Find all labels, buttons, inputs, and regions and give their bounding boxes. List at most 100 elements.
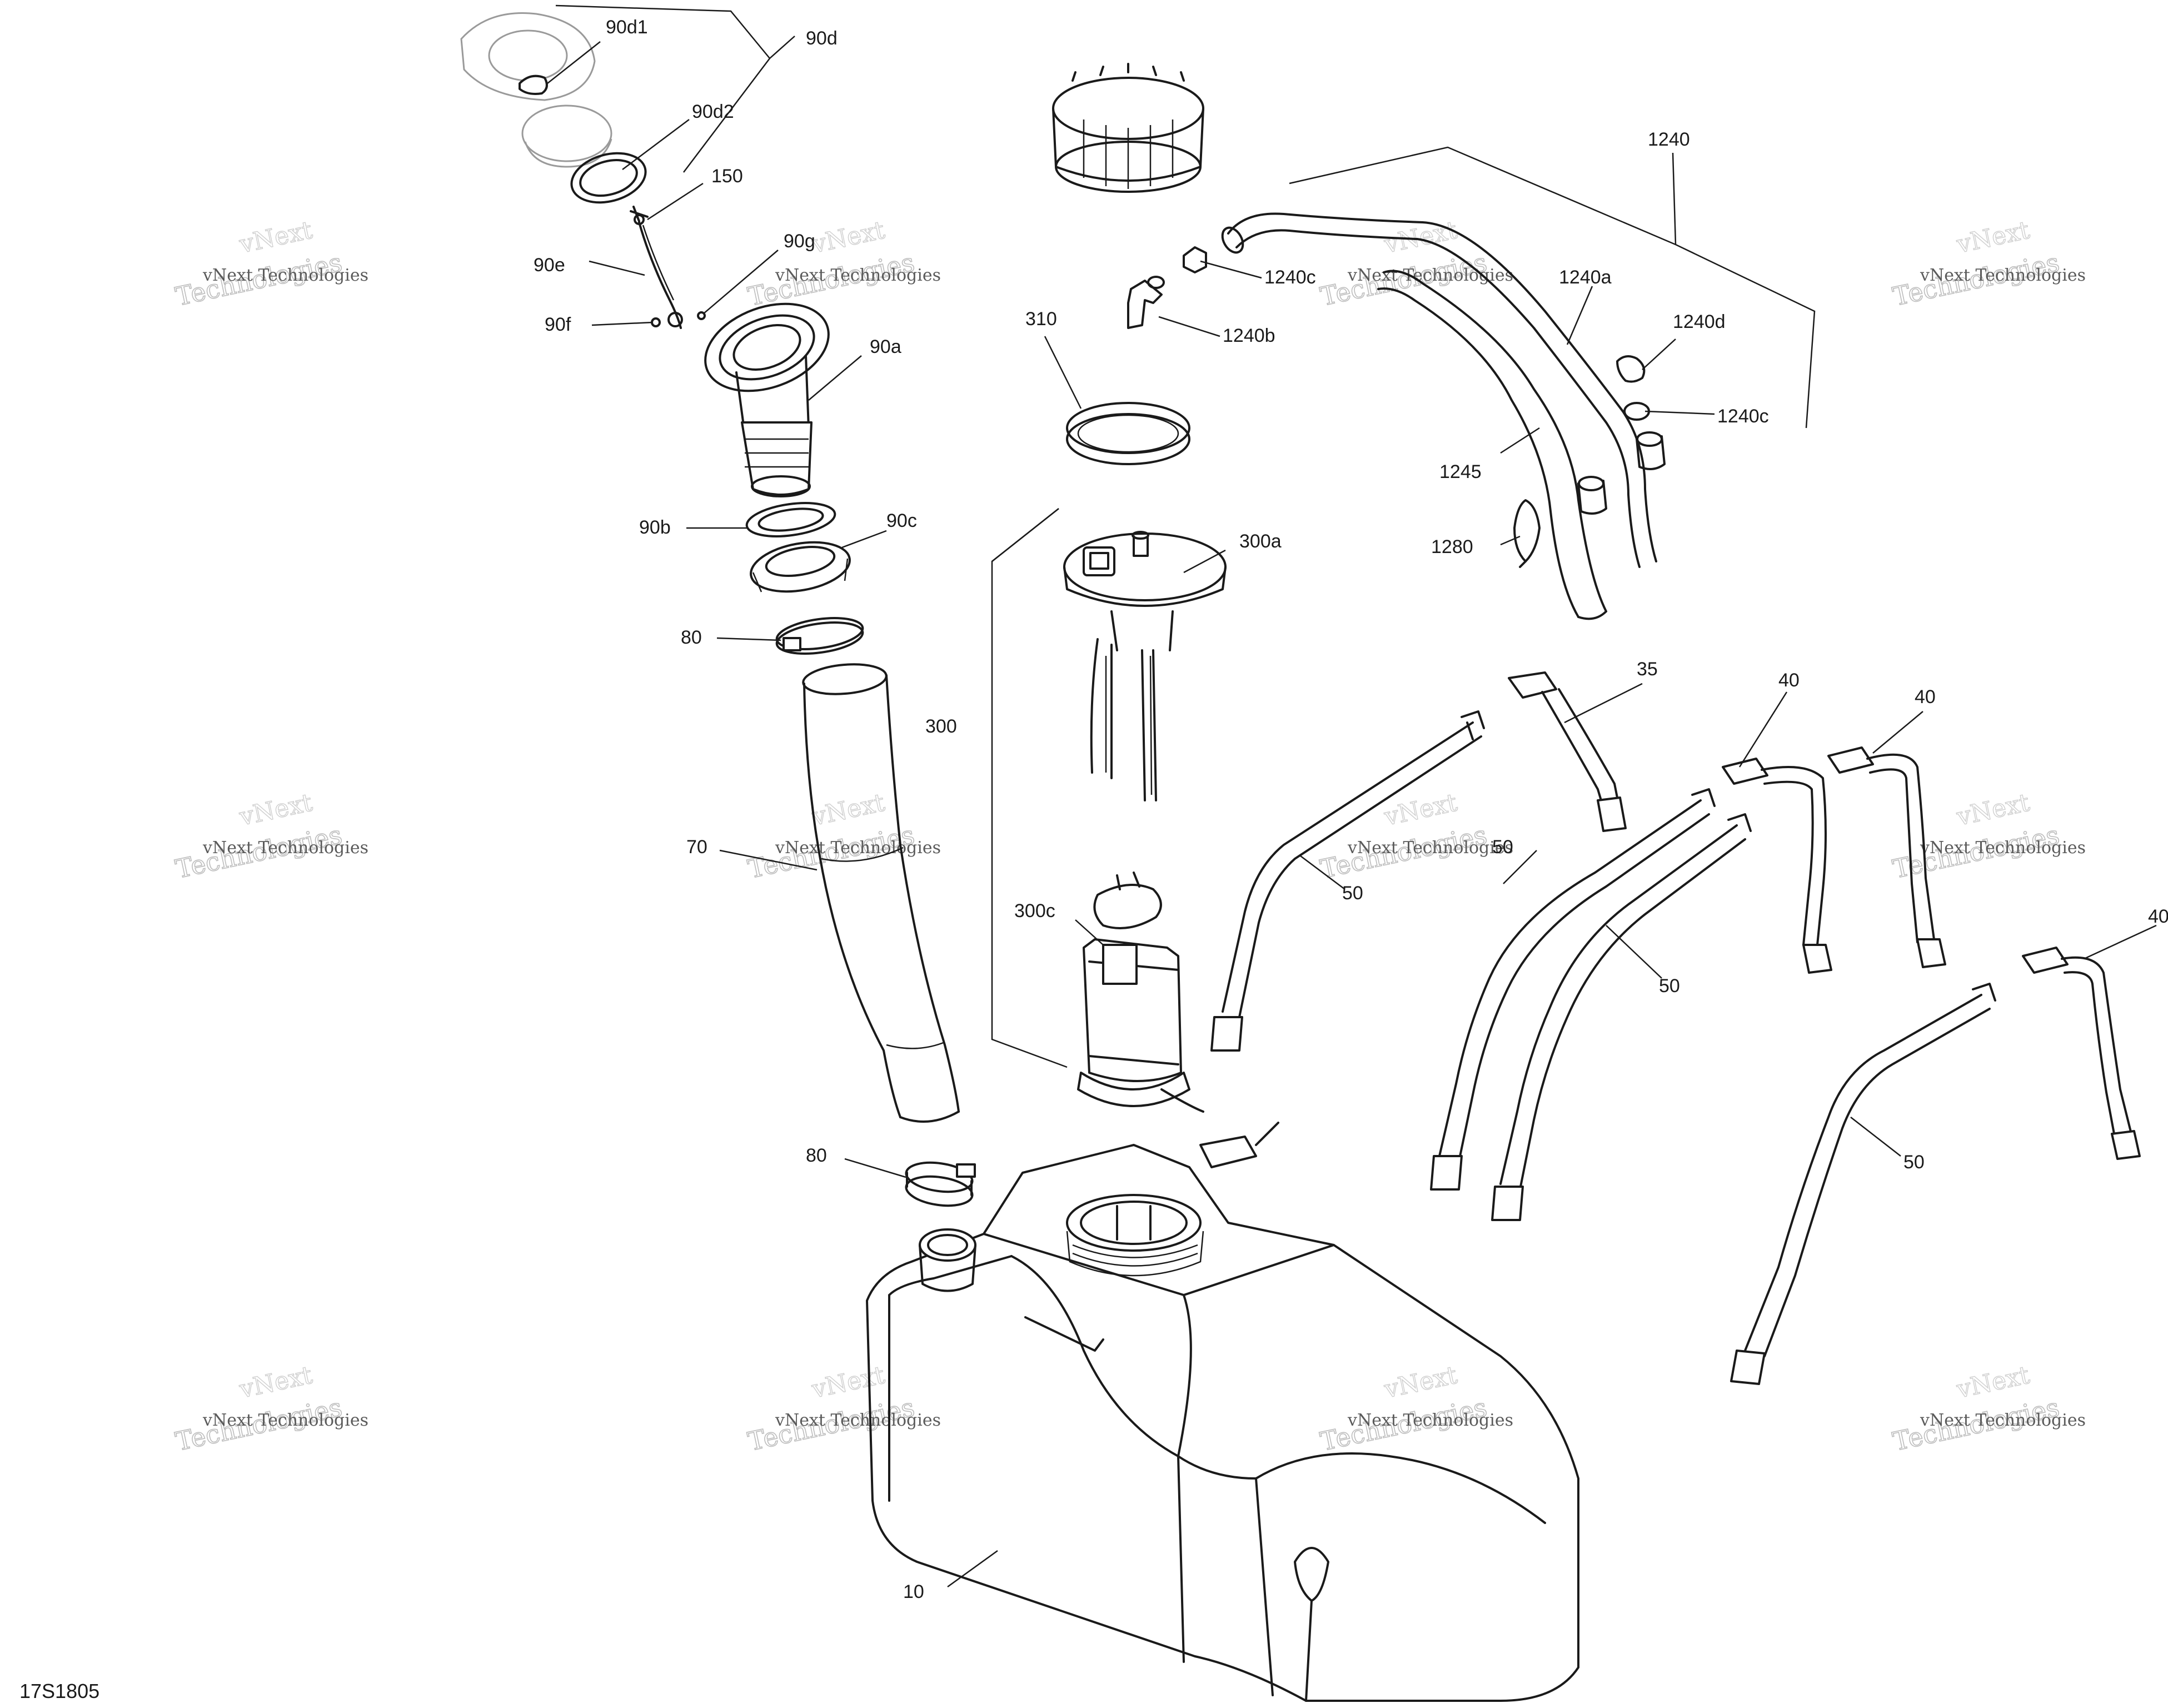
part-70-filler-hose — [802, 663, 960, 1123]
callout-1245: 1245 — [1439, 461, 1482, 482]
callout-40-a: 40 — [1778, 670, 1800, 691]
svg-text:vNext: vNext — [1954, 788, 2032, 831]
svg-text:vNext Technologies: vNext Technologies — [775, 1411, 941, 1430]
part-310-seal — [1066, 402, 1190, 465]
callout-1240a: 1240a — [1559, 267, 1612, 288]
callout-70: 70 — [686, 836, 707, 858]
part-50-strap-a — [1210, 710, 1485, 1052]
watermark: vNext Technologies vNext Technologies — [745, 788, 941, 885]
svg-text:vNext Technologies: vNext Technologies — [775, 266, 941, 285]
svg-text:vNext: vNext — [1954, 1361, 2032, 1404]
callout-300a: 300a — [1239, 531, 1282, 552]
svg-text:vNext Technologies: vNext Technologies — [202, 838, 368, 858]
svg-text:vNext: vNext — [237, 1361, 315, 1404]
callout-labels: 90d1 90d 90d2 150 90g 90e 90f 90a 90b 90… — [534, 17, 2168, 1602]
part-90e-tether — [638, 221, 683, 329]
callout-90d: 90d — [806, 28, 838, 49]
part-90d1-plug — [519, 74, 548, 95]
part-300a-pump-flange — [1063, 531, 1227, 801]
svg-text:vNext Technologies: vNext Technologies — [202, 266, 368, 285]
part-40-strap-a — [1722, 758, 1832, 974]
part-1240d-valve — [1616, 355, 1646, 383]
svg-text:vNext: vNext — [809, 788, 888, 831]
watermark: vNext Technologies vNext Technologies — [1317, 1361, 1513, 1457]
callout-80-bottom: 80 — [806, 1145, 827, 1166]
callout-40-c: 40 — [2148, 906, 2168, 927]
svg-text:vNext Technologies: vNext Technologies — [775, 838, 941, 858]
part-1240c-clamp-top — [1183, 246, 1207, 273]
watermark: vNext Technologies vNext Technologies — [1890, 1361, 2086, 1457]
svg-text:vNext: vNext — [1954, 216, 2032, 259]
callout-90a: 90a — [870, 336, 901, 357]
svg-text:vNext: vNext — [237, 216, 315, 259]
callout-1280: 1280 — [1431, 536, 1473, 557]
watermark: vNext Technologies vNext Technologies — [1317, 216, 1513, 312]
svg-text:vNext Technologies: vNext Technologies — [1920, 266, 2086, 285]
svg-text:vNext: vNext — [809, 216, 888, 259]
svg-text:vNext Technologies: vNext Technologies — [202, 1411, 368, 1430]
part-lock-ring — [1052, 63, 1204, 193]
callout-300c: 300c — [1014, 900, 1055, 922]
part-40-strap-b — [1827, 746, 1946, 968]
part-80-clamp-bottom — [905, 1161, 976, 1207]
callout-40-b: 40 — [1915, 686, 1936, 708]
part-50-strap-c — [1491, 813, 1752, 1221]
part-50-strap-b — [1430, 788, 1716, 1191]
callout-90e: 90e — [534, 255, 565, 276]
part-1240a-vent-hose — [1221, 212, 1666, 568]
watermark: vNext Technologies vNext Technologies — [745, 1361, 941, 1457]
part-90d2-gasket — [570, 152, 647, 204]
callout-10: 10 — [903, 1581, 924, 1602]
svg-text:vNext: vNext — [809, 1361, 888, 1404]
part-1240b-elbow — [1127, 276, 1165, 329]
callout-50-b: 50 — [1492, 836, 1513, 858]
part-80-clamp-top — [775, 617, 864, 655]
filler-cap-ghost — [460, 12, 612, 168]
leader-lines — [547, 4, 2157, 1588]
figure-code: 17S1805 — [19, 1680, 99, 1702]
svg-text:vNext Technologies: vNext Technologies — [1920, 838, 2086, 858]
callout-35: 35 — [1637, 659, 1658, 680]
svg-text:vNext Technologies: vNext Technologies — [1347, 838, 1513, 858]
part-300c-fuel-pump — [1077, 872, 1279, 1168]
watermark: vNext Technologies vNext Technologies — [745, 216, 941, 312]
svg-text:vNext: vNext — [237, 788, 315, 831]
part-90c-nut — [750, 541, 851, 593]
part-35-strap — [1508, 671, 1627, 832]
callout-1240c-top: 1240c — [1264, 267, 1316, 288]
part-1245-vent-hose — [1377, 270, 1607, 620]
callout-90g: 90g — [784, 231, 815, 252]
watermark: vNext Technologies vNext Technologies — [172, 1361, 368, 1457]
callout-300: 300 — [925, 716, 957, 737]
callout-90c: 90c — [886, 510, 917, 531]
callout-50-a: 50 — [1342, 883, 1363, 904]
callout-80-top: 80 — [681, 627, 702, 648]
part-50-strap-d — [1730, 983, 1996, 1385]
part-40-strap-c — [2022, 947, 2141, 1160]
watermark: vNext Technologies vNext Technologies — [172, 216, 368, 312]
callout-90b: 90b — [639, 517, 671, 538]
part-90b-gasket — [745, 502, 836, 537]
callout-50-d: 50 — [1903, 1152, 1925, 1173]
callout-150: 150 — [711, 166, 743, 187]
watermark: vNext Technologies vNext Technologies — [1890, 216, 2086, 312]
part-90g-screw — [697, 311, 706, 320]
svg-text:vNext Technologies: vNext Technologies — [1347, 266, 1513, 285]
callout-310: 310 — [1025, 308, 1057, 330]
callout-1240c-right: 1240c — [1717, 406, 1769, 427]
part-90a-filler-neck — [704, 302, 830, 497]
svg-text:vNext: vNext — [1382, 1361, 1460, 1404]
callout-90d2: 90d2 — [692, 101, 734, 122]
part-90f-washer — [651, 317, 661, 327]
callout-50-c: 50 — [1659, 975, 1680, 997]
watermark: vNext Technologies vNext Technologies — [172, 788, 368, 885]
part-1280-tie — [1513, 499, 1541, 568]
watermark: vNext Technologies vNext Technologies — [1890, 788, 2086, 885]
svg-text:vNext Technologies: vNext Technologies — [1347, 1411, 1513, 1430]
callout-90d1: 90d1 — [606, 17, 648, 38]
callout-1240b: 1240b — [1223, 325, 1275, 346]
callout-90f: 90f — [545, 314, 571, 335]
part-10-fuel-tank — [866, 1144, 1579, 1702]
